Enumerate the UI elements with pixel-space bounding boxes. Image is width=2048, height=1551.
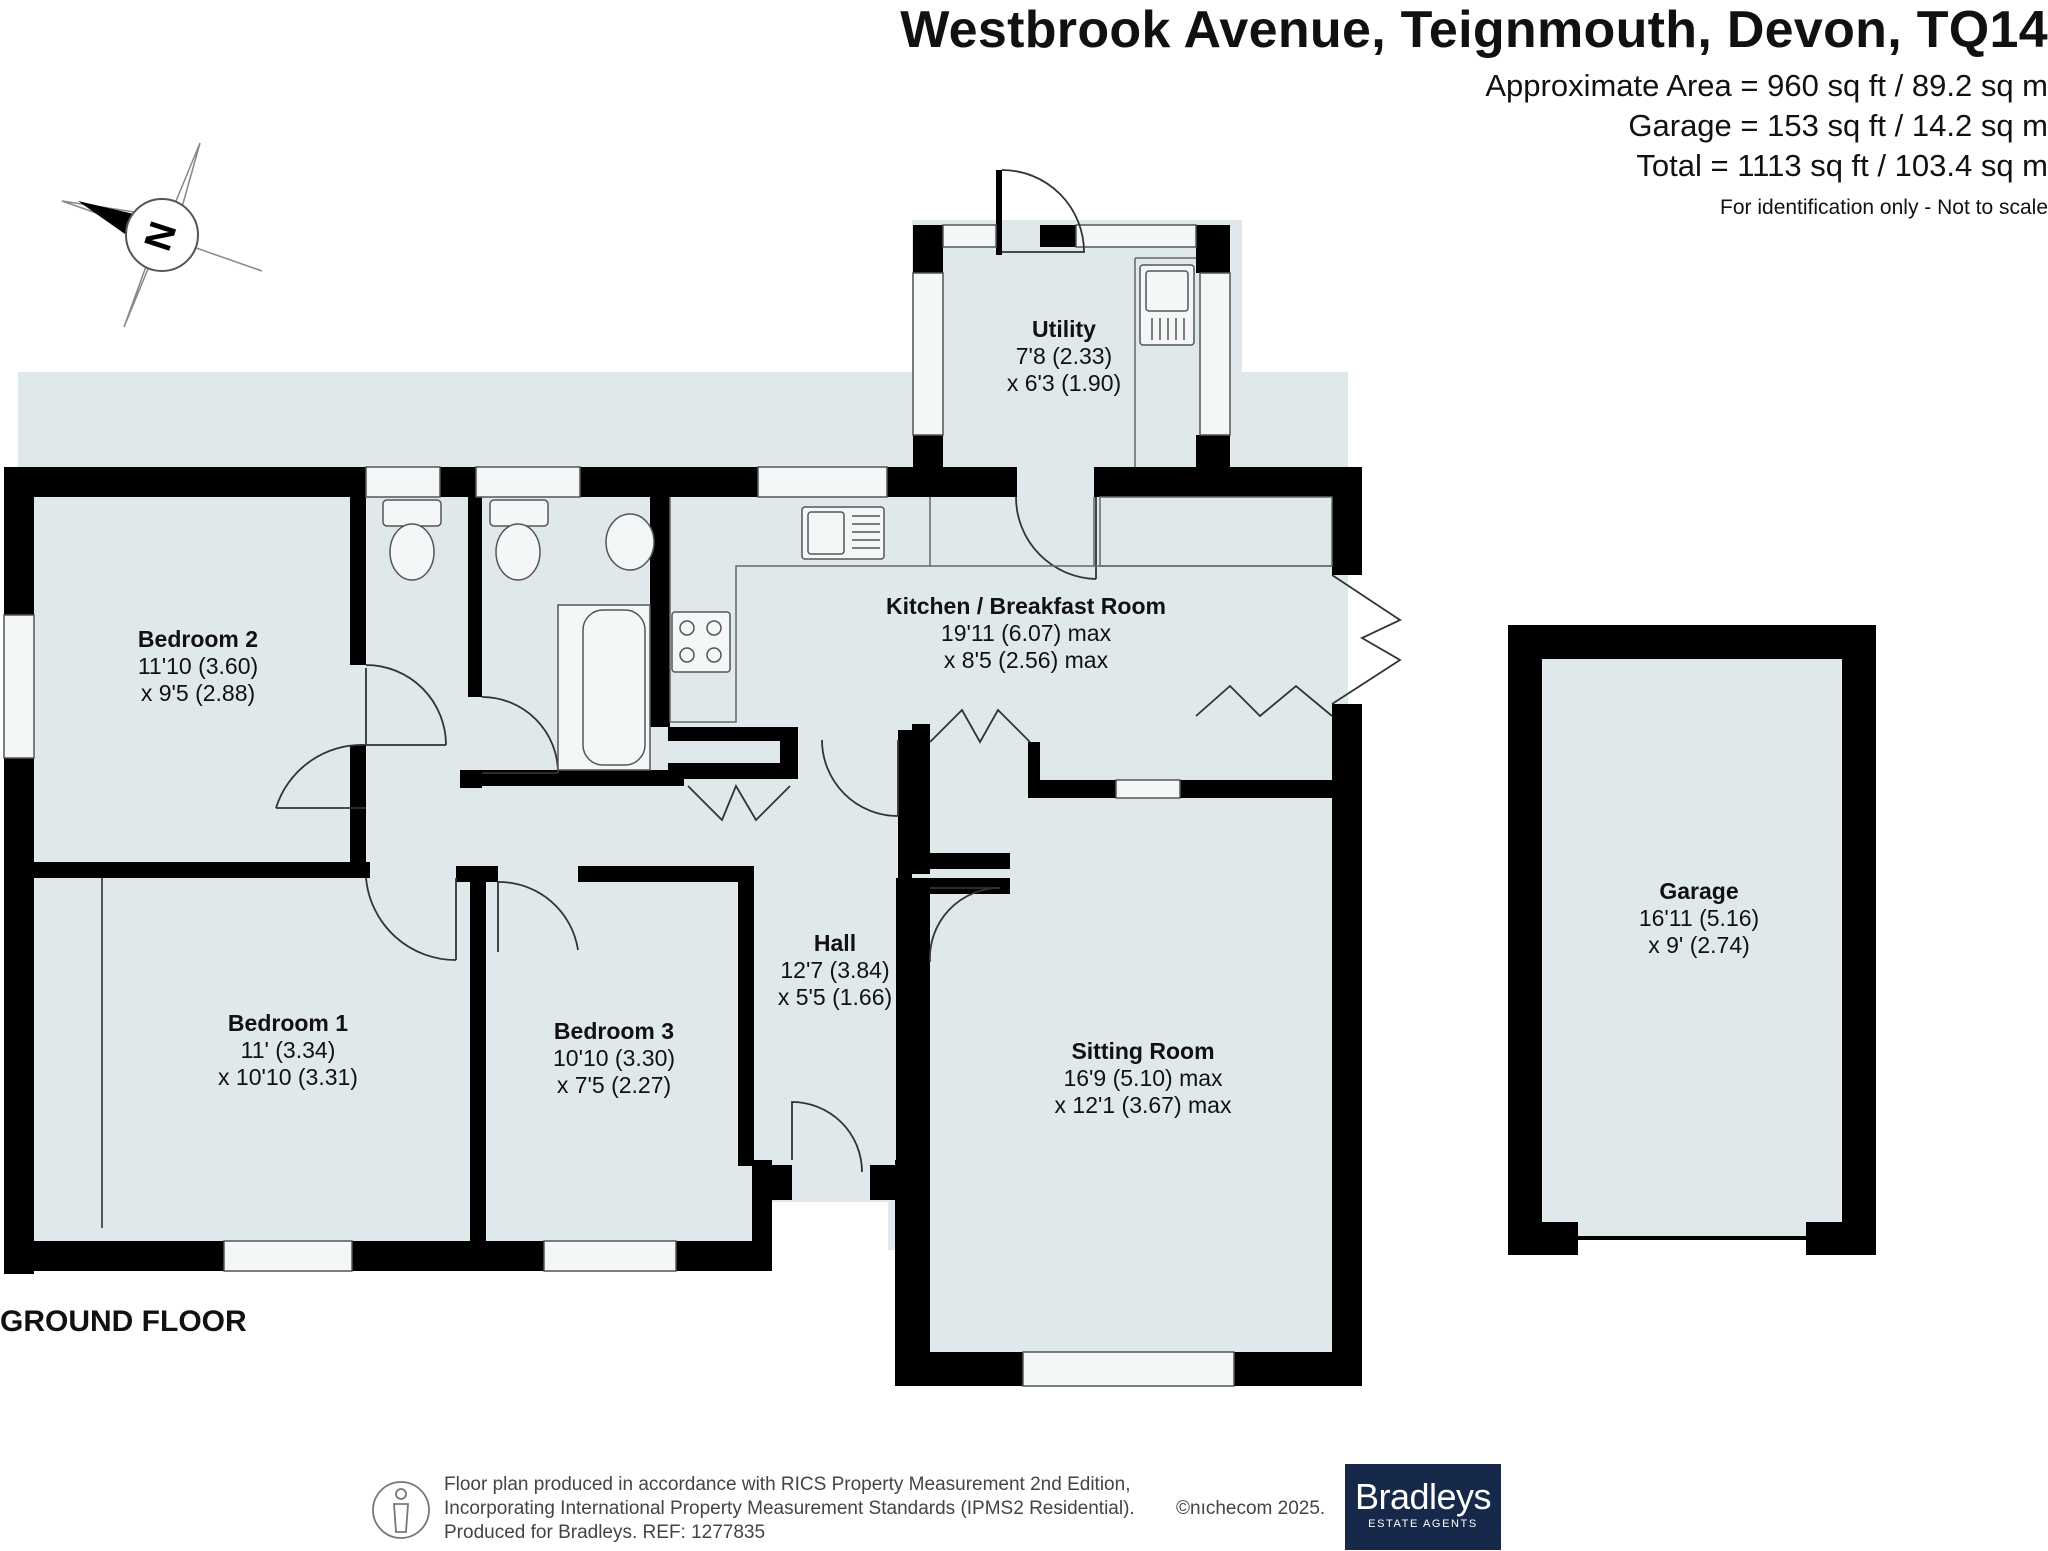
- room-name: Bedroom 3: [553, 1018, 675, 1044]
- utility-drainer-lines: [1151, 318, 1185, 340]
- scale-note: For identification only - Not to scale: [1720, 196, 2048, 219]
- kitchen-worktops: [669, 257, 1333, 723]
- garage-walls: [1508, 625, 1876, 1255]
- room-dim: x 7'5 (2.27): [556, 1072, 672, 1098]
- room-name: Hall: [813, 930, 857, 956]
- approx-area: Approximate Area = 960 sq ft / 89.2 sq m: [1485, 68, 2048, 103]
- door-swings: [275, 169, 1402, 1173]
- room-floors: [18, 220, 1348, 1382]
- logo-main: Bradleys: [1354, 1476, 1492, 1517]
- bradleys-logo: Bradleys ESTATE AGENTS: [1345, 1464, 1501, 1550]
- room-garage: Garage 16'11 (5.16) x 9' (2.74): [1639, 878, 1759, 959]
- room-dim: x 9'5 (2.88): [140, 680, 256, 706]
- room-name: Sitting Room: [1071, 1038, 1215, 1064]
- logo-sub: ESTATE AGENTS: [1368, 1518, 1478, 1530]
- room-bedroom-3: Bedroom 3 10'10 (3.30) x 7'5 (2.27): [553, 1018, 675, 1099]
- room-dim: x 5'5 (1.66): [777, 984, 893, 1010]
- room-dim: 11'10 (3.60): [137, 653, 259, 679]
- footer-line: Incorporating International Property Mea…: [444, 1498, 1135, 1519]
- room-dim: x 8'5 (2.56) max: [943, 647, 1109, 673]
- room-dim: x 9' (2.74): [1648, 932, 1750, 958]
- copyright: ©nıchecom 2025.: [1176, 1498, 1326, 1519]
- room-name: Garage: [1659, 878, 1739, 904]
- property-title: Westbrook Avenue, Teignmouth, Devon, TQ1…: [900, 1, 2048, 59]
- garage-area: Garage = 153 sq ft / 14.2 sq m: [1628, 108, 2048, 143]
- fixtures: [382, 264, 1195, 771]
- room-kitchen: Kitchen / Breakfast Room 19'11 (6.07) ma…: [886, 593, 1166, 674]
- room-name: Kitchen / Breakfast Room: [886, 593, 1166, 619]
- compass-rose-icon: [61, 142, 263, 328]
- footer-line: Produced for Bradleys. REF: 1277835: [444, 1522, 766, 1543]
- total-area: Total = 1113 sq ft / 103.4 sq m: [1636, 148, 2048, 183]
- room-dim: x 10'10 (3.31): [218, 1064, 358, 1090]
- sink-drainer-lines: [852, 515, 880, 549]
- exterior-cutouts: [18, 380, 1424, 1410]
- room-dim: 10'10 (3.30): [552, 1045, 676, 1071]
- room-name: Bedroom 2: [137, 626, 259, 652]
- room-bedroom-1: Bedroom 1 11' (3.34) x 10'10 (3.31): [218, 1010, 358, 1091]
- room-dim: x 6'3 (1.90): [1006, 370, 1122, 396]
- measure-person-icon: [372, 1481, 430, 1539]
- room-dim: 16'11 (5.16): [1638, 905, 1760, 931]
- room-dim: 7'8 (2.33): [1015, 343, 1113, 369]
- room-hall: Hall 12'7 (3.84) x 5'5 (1.66): [778, 930, 892, 1011]
- floor-label: GROUND FLOOR: [0, 1305, 247, 1338]
- exterior-walls: [4, 170, 1362, 1386]
- room-dim: 16'9 (5.10) max: [1063, 1065, 1223, 1091]
- room-name: Utility: [1032, 316, 1096, 342]
- room-utility: Utility 7'8 (2.33) x 6'3 (1.90): [1007, 316, 1121, 397]
- room-dim: x 12'1 (3.67) max: [1054, 1092, 1232, 1118]
- room-dim: 19'11 (6.07) max: [940, 620, 1112, 646]
- room-bedroom-2: Bedroom 2 11'10 (3.60) x 9'5 (2.88): [138, 626, 258, 707]
- footer-text: Floor plan produced in accordance with R…: [444, 1473, 1135, 1545]
- windows: [3, 224, 1235, 1387]
- room-name: Bedroom 1: [227, 1010, 349, 1036]
- footer-line: Floor plan produced in accordance with R…: [444, 1474, 1131, 1495]
- interior-walls: [18, 497, 1332, 1378]
- room-dim: 11' (3.34): [240, 1037, 336, 1063]
- room-dim: 12'7 (3.84): [780, 957, 890, 983]
- garage-floor: [1508, 625, 1876, 1240]
- room-sitting: Sitting Room 16'9 (5.10) max x 12'1 (3.6…: [1055, 1038, 1232, 1119]
